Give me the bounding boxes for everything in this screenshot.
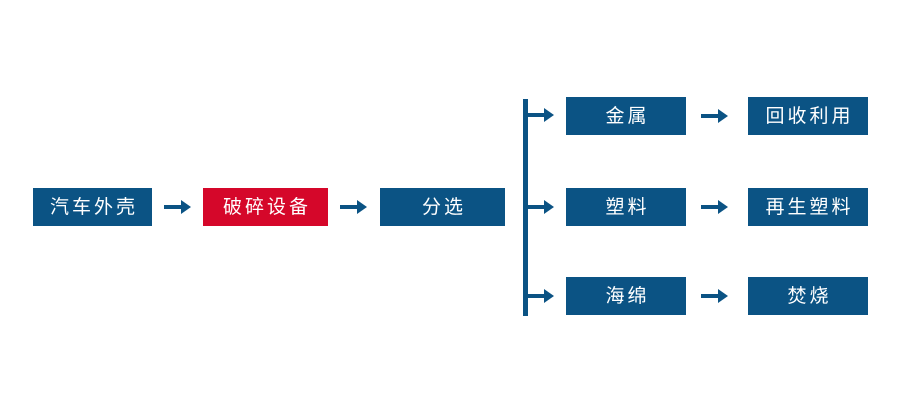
node-crusher-label: 破碎设备 bbox=[222, 195, 311, 218]
right-arrow-icon bbox=[700, 281, 730, 311]
node-sorting-label: 分选 bbox=[421, 195, 466, 218]
branch-arrow-to-metal-icon bbox=[527, 105, 555, 125]
node-metal-label: 金属 bbox=[605, 104, 650, 127]
node-incineration[interactable]: 焚烧 bbox=[748, 277, 868, 315]
right-arrow-icon bbox=[163, 192, 193, 222]
node-crusher[interactable]: 破碎设备 bbox=[203, 188, 328, 226]
node-incineration-label: 焚烧 bbox=[787, 284, 832, 307]
right-arrow-icon bbox=[700, 101, 730, 131]
node-sorting[interactable]: 分选 bbox=[380, 188, 505, 226]
branch-bus-line bbox=[523, 99, 528, 316]
right-arrow-icon bbox=[339, 192, 369, 222]
node-regenerated-plastic[interactable]: 再生塑料 bbox=[748, 188, 868, 226]
node-regenerated-plastic-label: 再生塑料 bbox=[765, 195, 854, 218]
node-plastic[interactable]: 塑料 bbox=[566, 188, 686, 226]
node-sponge[interactable]: 海绵 bbox=[566, 277, 686, 315]
node-sponge-label: 海绵 bbox=[605, 284, 650, 307]
node-recycle-reuse[interactable]: 回收利用 bbox=[748, 97, 868, 135]
branch-arrow-to-sponge-icon bbox=[527, 286, 555, 306]
right-arrow-icon bbox=[700, 192, 730, 222]
branch-arrow-to-plastic-icon bbox=[527, 197, 555, 217]
node-recycle-reuse-label: 回收利用 bbox=[765, 104, 854, 127]
node-metal[interactable]: 金属 bbox=[566, 97, 686, 135]
node-car-shell[interactable]: 汽车外壳 bbox=[33, 188, 152, 226]
node-plastic-label: 塑料 bbox=[605, 195, 650, 218]
node-car-shell-label: 汽车外壳 bbox=[49, 195, 138, 218]
